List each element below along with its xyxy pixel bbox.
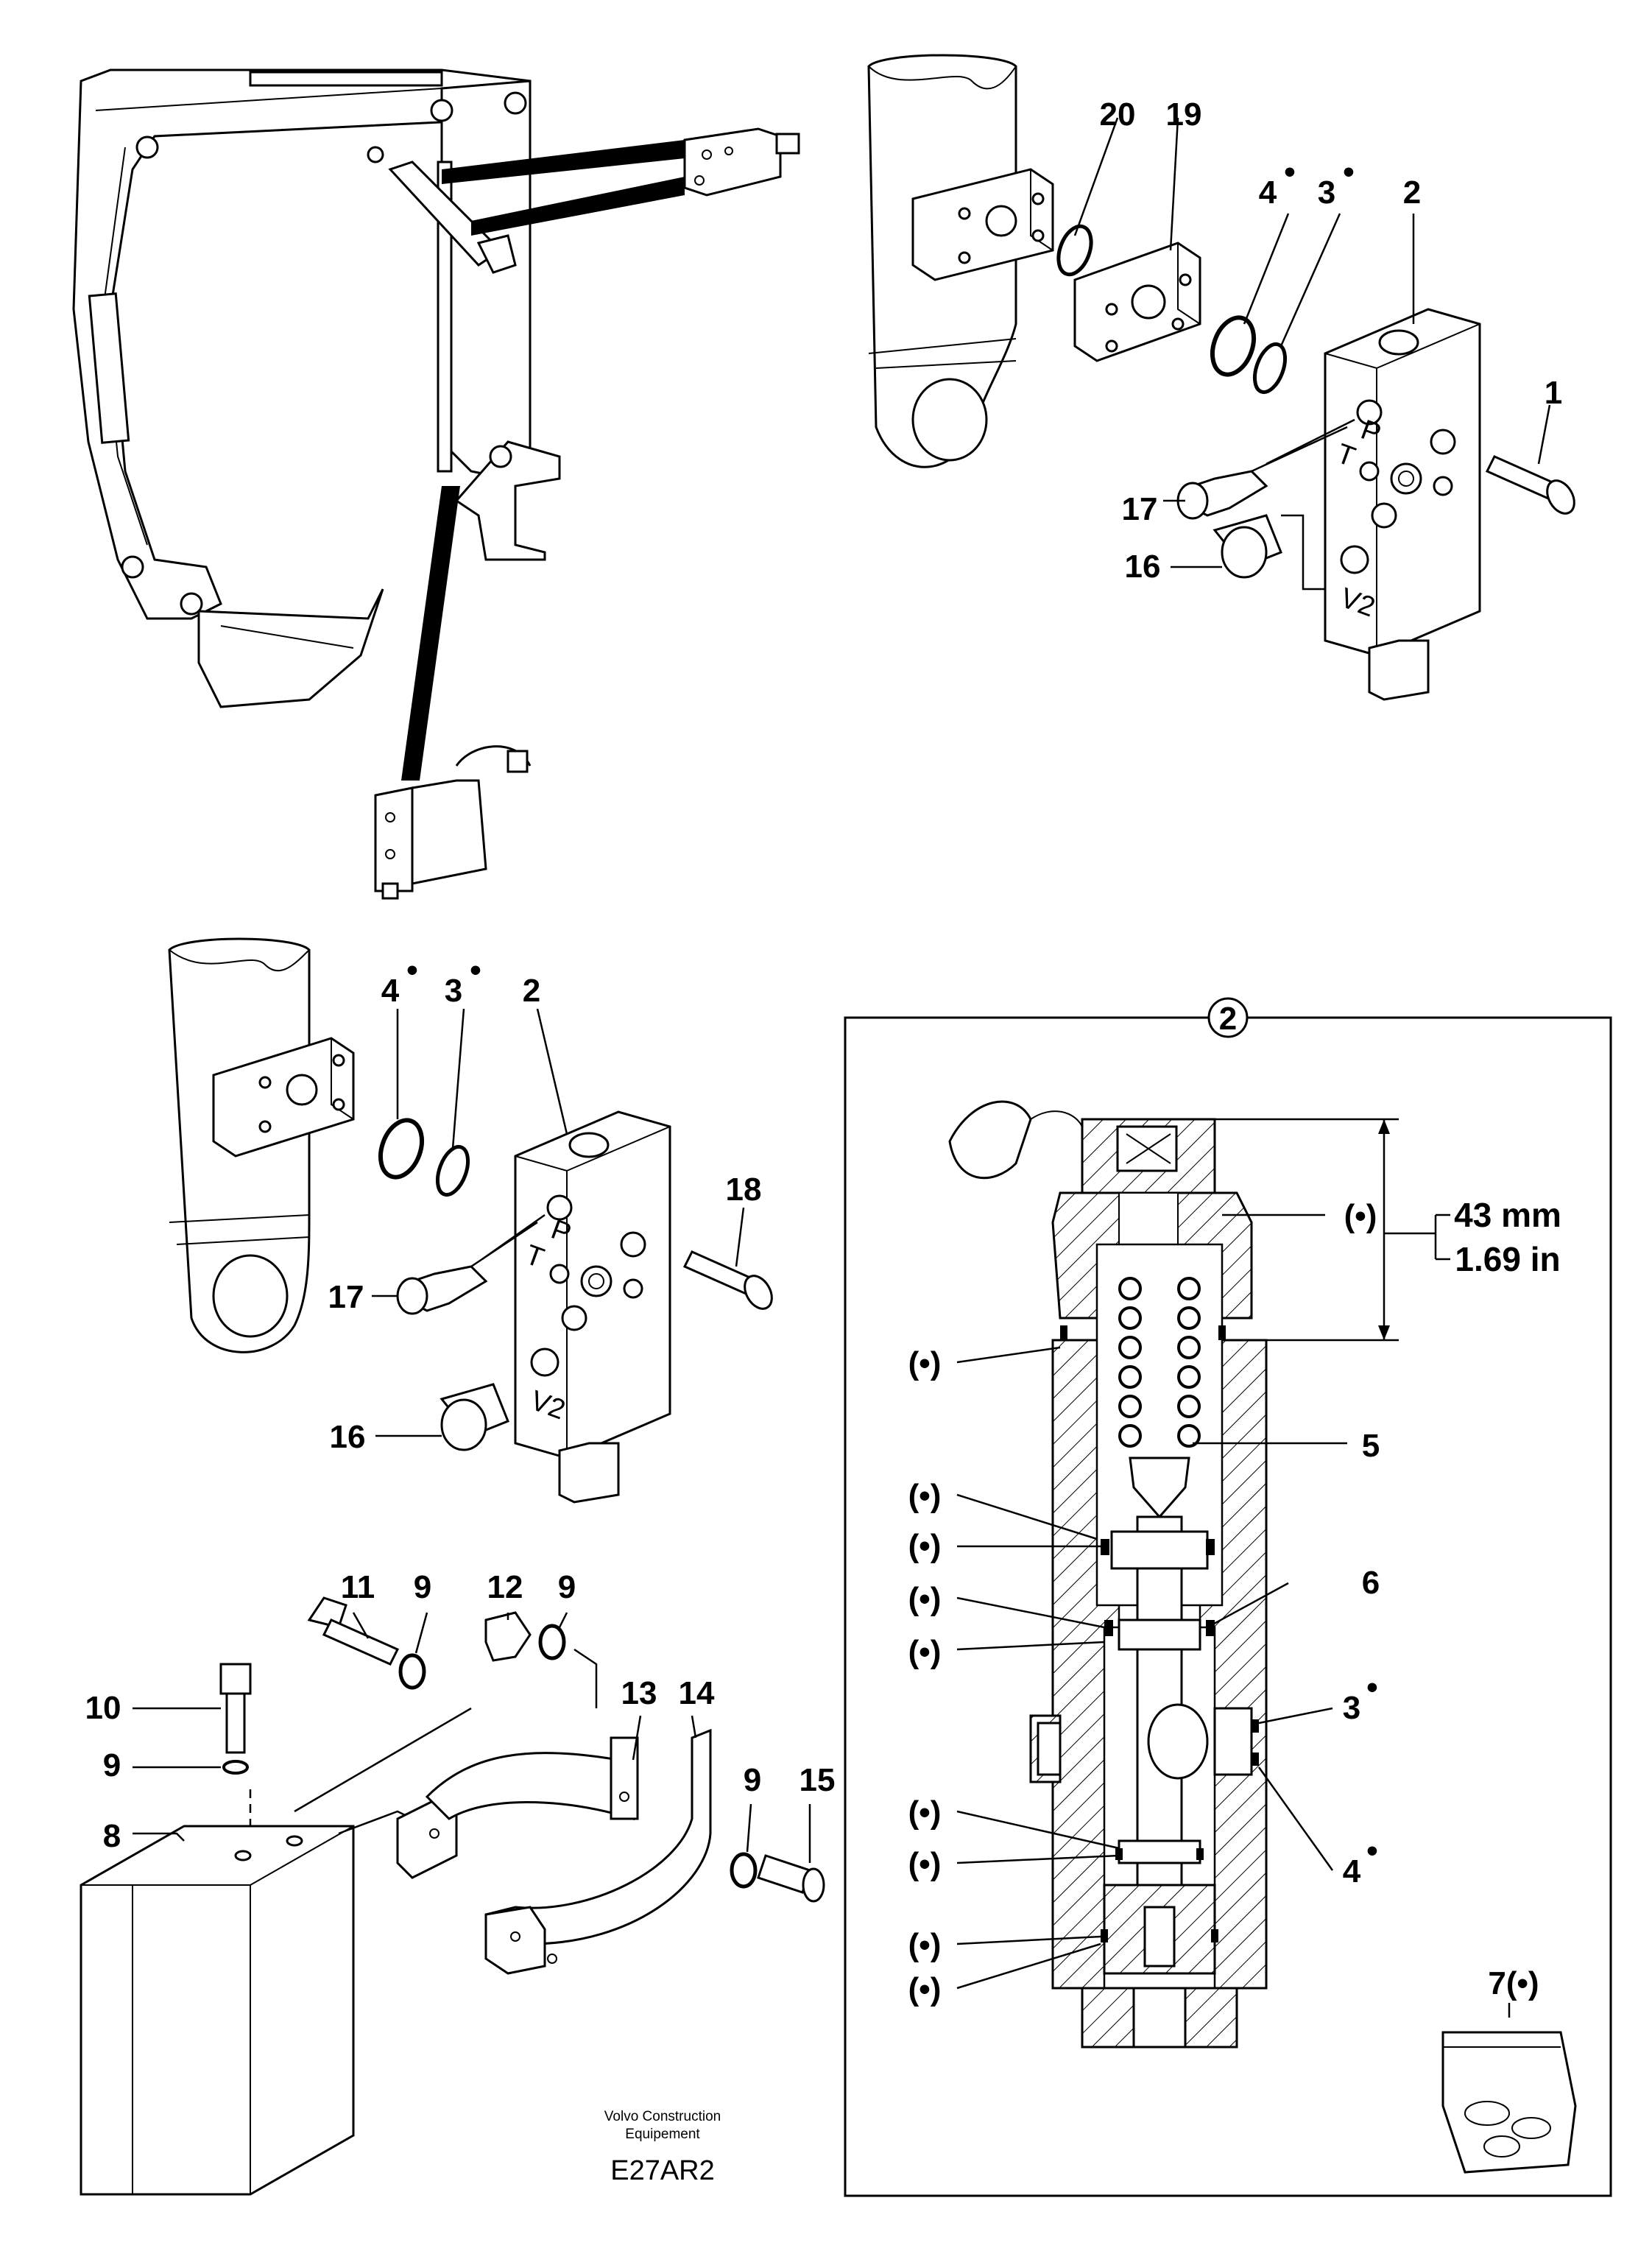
label-4-detail-bullet: • [1366,1833,1377,1869]
label-3-mid: 3 [445,973,462,1009]
label-10: 10 [85,1690,121,1726]
label-9-a: 9 [414,1569,431,1605]
label-2-mid: 2 [523,973,540,1009]
label-2: 2 [1403,175,1421,211]
label-bullet-4: (•) [908,1581,942,1617]
label-bullet-2: (•) [908,1478,942,1514]
detail-circle [1207,997,1249,1038]
label-9-b: 9 [558,1569,576,1605]
exploded-view-middle [168,937,773,1504]
label-17: 17 [1122,491,1158,527]
label-7: 7(•) [1488,1965,1539,2001]
exploded-view-top [867,54,1575,701]
label-13: 13 [621,1675,657,1711]
label-20: 20 [1100,96,1136,133]
label-bullet-6: (•) [908,1794,942,1831]
brand-line-1: Volvo Construction [604,2109,721,2124]
label-4-detail: 4 [1343,1853,1361,1889]
clamp-assembly-illustration [80,1596,825,2196]
label-16-mid: 16 [330,1419,366,1455]
label-3-bullet: • [1343,154,1354,190]
label-15: 15 [799,1762,836,1798]
detail-circle-label: 2 [1219,1001,1237,1037]
label-4-mid-bullet: • [406,952,417,988]
drawing-code: E27AR2 [610,2155,715,2186]
dimension-imperial: 1.69 in [1455,1240,1560,1278]
label-17-mid: 17 [328,1279,364,1315]
label-14: 14 [679,1675,715,1711]
label-5: 5 [1362,1428,1380,1464]
label-6: 6 [1362,1565,1380,1601]
label-16: 16 [1125,549,1161,585]
label-bullet-1: (•) [908,1345,942,1381]
cross-section-detail-box [844,997,1612,2197]
callout-labels: 20 19 4 • 3 • 2 1 17 16 P T V2 4 • 3 • 2… [85,96,1563,2186]
label-9-c: 9 [103,1747,121,1783]
label-19: 19 [1166,96,1202,133]
excavator-arm-illustration [72,68,800,900]
spring [1118,1277,1201,1448]
label-3-detail: 3 [1343,1690,1360,1726]
label-9-d: 9 [744,1762,761,1798]
label-3: 3 [1318,175,1335,211]
label-bullet-7: (•) [908,1846,942,1882]
label-8: 8 [103,1818,121,1854]
callout-leaders [133,117,1551,1863]
label-4: 4 [1259,175,1277,211]
label-1: 1 [1545,375,1562,411]
label-11: 11 [341,1569,375,1605]
label-bullet-3: (•) [908,1528,942,1564]
label-bullet-9: (•) [908,1971,942,2007]
label-bullet-dim: (•) [1344,1198,1377,1234]
label-4-bullet: • [1284,154,1295,190]
dimension-metric: 43 mm [1454,1196,1561,1234]
label-bullet-8: (•) [908,1927,942,1963]
brand-line-2: Equipement [625,2127,700,2142]
label-3-detail-bullet: • [1366,1669,1377,1705]
label-3-mid-bullet: • [470,952,481,988]
label-4-mid: 4 [381,973,400,1009]
label-12: 12 [487,1569,523,1605]
label-18: 18 [726,1172,762,1208]
label-bullet-5: (•) [908,1634,942,1670]
